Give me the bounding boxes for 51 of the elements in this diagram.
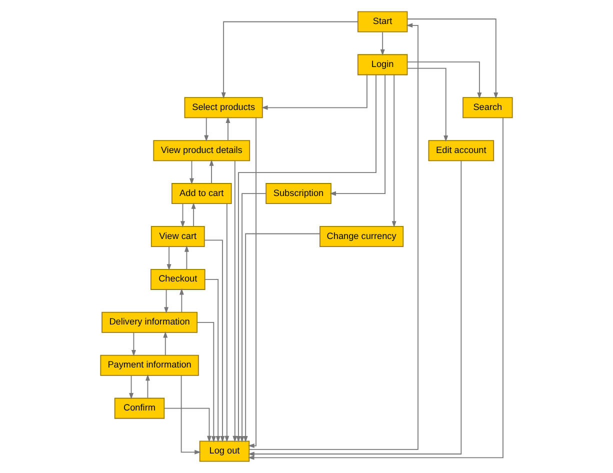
- node-box: Search: [462, 97, 513, 118]
- node-box: Confirm: [114, 398, 165, 419]
- node-box: Edit account: [428, 140, 494, 162]
- node-box: View product details: [153, 140, 250, 162]
- arrow: [191, 202, 196, 227]
- arrow: [261, 74, 368, 110]
- arrow: [184, 245, 189, 270]
- arrow: [145, 374, 150, 398]
- node-box: Start: [357, 11, 408, 32]
- node-box: Delivery information: [102, 312, 198, 333]
- node-box: Add to cart: [171, 183, 232, 204]
- arrow: [129, 375, 134, 400]
- arrow: [392, 74, 396, 228]
- arrow: [180, 204, 185, 228]
- arrow: [236, 74, 376, 442]
- arrow: [226, 116, 230, 141]
- arrow: [164, 408, 212, 442]
- arrow: [224, 203, 230, 442]
- arrow: [380, 32, 385, 56]
- arrow: [330, 74, 386, 196]
- arrow: [407, 68, 448, 142]
- arrow: [240, 193, 266, 443]
- node-box: Change currency: [320, 226, 404, 247]
- arrow: [204, 240, 225, 442]
- arrow: [221, 21, 358, 99]
- arrow: [232, 160, 238, 442]
- arrow: [248, 117, 504, 460]
- arrow: [164, 289, 169, 314]
- arrow: [179, 288, 184, 312]
- node-box: Select products: [184, 97, 263, 118]
- arrow: [131, 332, 136, 356]
- arrow: [248, 117, 256, 448]
- arrow: [190, 160, 194, 185]
- arrow: [209, 160, 214, 184]
- arrow: [406, 62, 482, 99]
- arrow: [180, 375, 201, 454]
- node-box: Log out: [199, 440, 250, 462]
- arrow: [248, 23, 418, 450]
- node-box: Payment information: [100, 354, 199, 376]
- arrow: [204, 118, 209, 142]
- arrow: [163, 331, 168, 356]
- arrow: [196, 322, 216, 443]
- arrow: [406, 18, 498, 99]
- arrow: [166, 246, 172, 271]
- node-box: Subscription: [266, 183, 332, 204]
- arrow: [204, 279, 220, 442]
- node-box: Login: [357, 54, 408, 76]
- node-box: Checkout: [150, 268, 206, 290]
- arrow: [248, 160, 462, 456]
- node-box: View cart: [150, 226, 205, 247]
- arrow: [243, 233, 320, 442]
